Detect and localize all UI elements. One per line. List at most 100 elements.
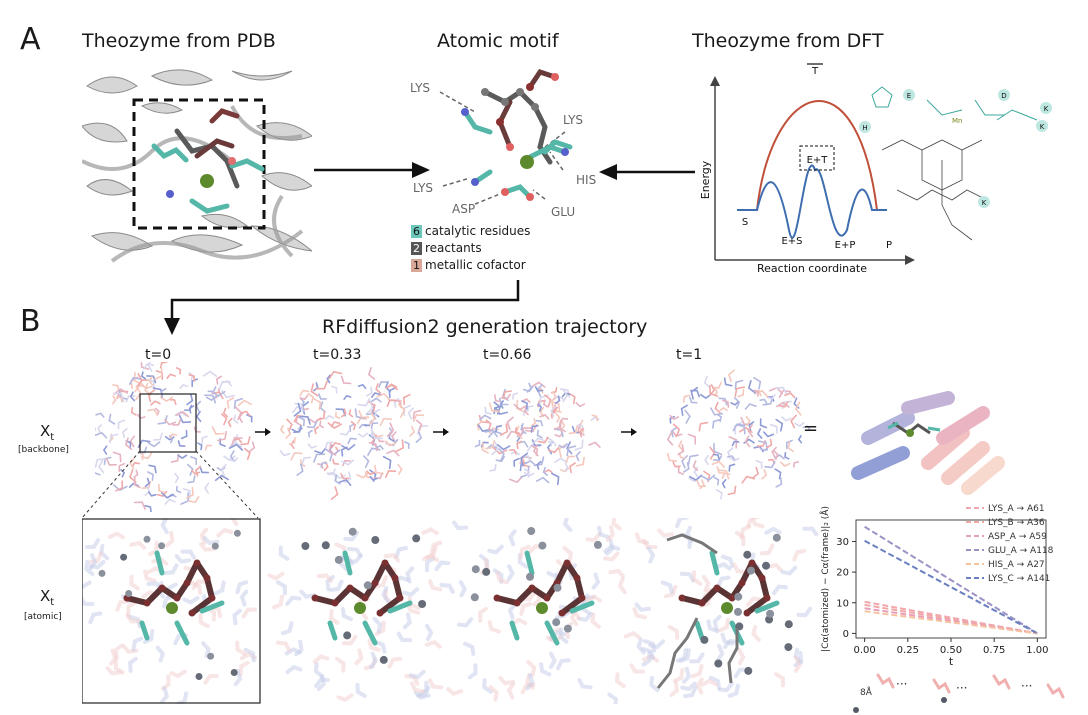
atomic-backbone-fragment bbox=[316, 573, 333, 583]
backbone-fragment bbox=[140, 362, 150, 370]
backbone-fragment bbox=[778, 401, 789, 408]
backbone-fragment bbox=[794, 401, 802, 416]
atomic-backbone-fragment bbox=[590, 612, 601, 629]
backbone-fragment bbox=[160, 492, 175, 499]
backbone-fragment bbox=[237, 399, 252, 407]
backbone-fragment bbox=[712, 419, 721, 429]
scale-atom bbox=[853, 707, 859, 713]
zoom-box bbox=[139, 393, 197, 453]
atomic-backbone-fragment bbox=[680, 681, 697, 692]
atomic-backbone-fragment bbox=[796, 606, 813, 618]
atomic-backbone-fragment bbox=[667, 625, 680, 640]
backbone-fragment bbox=[95, 426, 97, 432]
backbone-fragment bbox=[701, 474, 716, 481]
atomic-backbone-fragment bbox=[105, 666, 123, 676]
series-line bbox=[864, 610, 1038, 635]
backbone-fragment bbox=[484, 429, 498, 438]
backbone-fragment bbox=[550, 411, 557, 419]
backbone-fragment bbox=[307, 429, 313, 438]
backbone-fragment bbox=[148, 491, 157, 497]
backbone-fragment bbox=[763, 431, 775, 438]
backbone-fragment bbox=[386, 422, 395, 437]
atomic-backbone-fragment bbox=[369, 651, 378, 669]
backbone-fragment bbox=[514, 426, 521, 436]
side-chain-atom bbox=[526, 572, 534, 581]
backbone-fragment bbox=[294, 402, 304, 412]
backbone-fragment bbox=[714, 401, 721, 414]
atomic-backbone-fragment bbox=[716, 644, 725, 662]
title-theozyme-dft: Theozyme from DFT bbox=[692, 30, 884, 52]
side-chain-atom bbox=[230, 669, 238, 676]
backbone-fragment bbox=[378, 381, 388, 388]
metal-cofactor bbox=[354, 602, 366, 614]
atomic-backbone-fragment bbox=[660, 580, 674, 595]
backbone-fragment bbox=[703, 375, 711, 388]
atomic-backbone-fragment bbox=[367, 638, 381, 652]
atomic-backbone-fragment bbox=[107, 531, 125, 540]
motif-label-lys-1: LYS bbox=[410, 81, 431, 95]
atomic-backbone-fragment bbox=[233, 669, 243, 687]
backbone-fragment bbox=[306, 420, 318, 429]
side-chain-atom bbox=[766, 609, 775, 618]
atomic-backbone-fragment bbox=[416, 685, 431, 698]
backbone-fragment bbox=[363, 455, 370, 468]
atomic-backbone-fragment bbox=[343, 530, 359, 542]
atomic-backbone-fragment bbox=[267, 571, 285, 581]
backbone-fragment bbox=[485, 440, 495, 450]
atomic-backbone-fragment bbox=[506, 564, 515, 582]
atomic-backbone-fragment bbox=[664, 584, 678, 599]
catalytic-residue bbox=[709, 550, 720, 576]
atomic-backbone-fragment bbox=[675, 648, 688, 663]
atomic-backbone-fragment bbox=[129, 540, 147, 550]
backbone-fragment bbox=[677, 444, 685, 456]
backbone-fragment bbox=[133, 469, 139, 479]
atomic-backbone-fragment bbox=[235, 640, 247, 656]
backbone-fragment bbox=[727, 369, 735, 383]
backbone-fragment bbox=[331, 385, 338, 394]
backbone-fragment bbox=[739, 426, 753, 434]
atomic-backbone-fragment bbox=[632, 607, 647, 620]
backbone-fragment bbox=[775, 477, 783, 488]
reactant-atom bbox=[578, 594, 586, 602]
backbone-fragment bbox=[491, 441, 499, 456]
equals-sign: = bbox=[803, 418, 819, 439]
atomic-backbone-fragment bbox=[591, 572, 601, 590]
backbone-fragment bbox=[506, 416, 514, 430]
backbone-fragment bbox=[793, 461, 800, 468]
residue-glyph bbox=[932, 678, 951, 694]
backbone-fragment bbox=[318, 420, 324, 429]
state-t: T bbox=[811, 66, 819, 77]
side-chain-atom bbox=[211, 542, 219, 550]
backbone-fragment bbox=[711, 460, 725, 468]
backbone-fragment bbox=[716, 413, 723, 423]
atomic-backbone-fragment bbox=[381, 586, 390, 604]
backbone-fragment bbox=[143, 362, 155, 370]
backbone-fragment bbox=[508, 475, 524, 484]
reactant-atom bbox=[758, 574, 766, 582]
side-chain-atom bbox=[233, 529, 241, 537]
backbone-fragment bbox=[129, 377, 142, 385]
backbone-fragment bbox=[160, 388, 167, 397]
backbone-fragment bbox=[747, 424, 754, 438]
atomic-backbone-fragment bbox=[355, 682, 367, 698]
atomic-backbone-fragment bbox=[463, 641, 476, 656]
backbone-fragment bbox=[774, 468, 782, 480]
backbone-fragment bbox=[197, 442, 203, 451]
backbone-fragment bbox=[289, 437, 296, 445]
atomic-backbone-fragment bbox=[718, 681, 734, 693]
backbone-fragment bbox=[210, 390, 226, 397]
backbone-fragment bbox=[193, 426, 201, 433]
atomic-backbone-fragment bbox=[402, 587, 420, 597]
backbone-fragment bbox=[515, 425, 523, 440]
legend-text-reactants: reactants bbox=[425, 241, 482, 255]
panel-letter-a: A bbox=[20, 22, 41, 57]
atomic-backbone-fragment bbox=[751, 625, 761, 642]
backbone-fragment bbox=[340, 408, 347, 418]
backbone-fragment bbox=[158, 483, 166, 494]
atomic-backbone-fragment bbox=[191, 579, 208, 590]
atomic-backbone-fragment bbox=[372, 616, 383, 634]
backbone-fragment bbox=[227, 417, 233, 428]
side-chain-atom bbox=[125, 590, 133, 597]
atomic-backbone-fragment bbox=[562, 518, 573, 532]
backbone-fragment bbox=[520, 427, 533, 437]
